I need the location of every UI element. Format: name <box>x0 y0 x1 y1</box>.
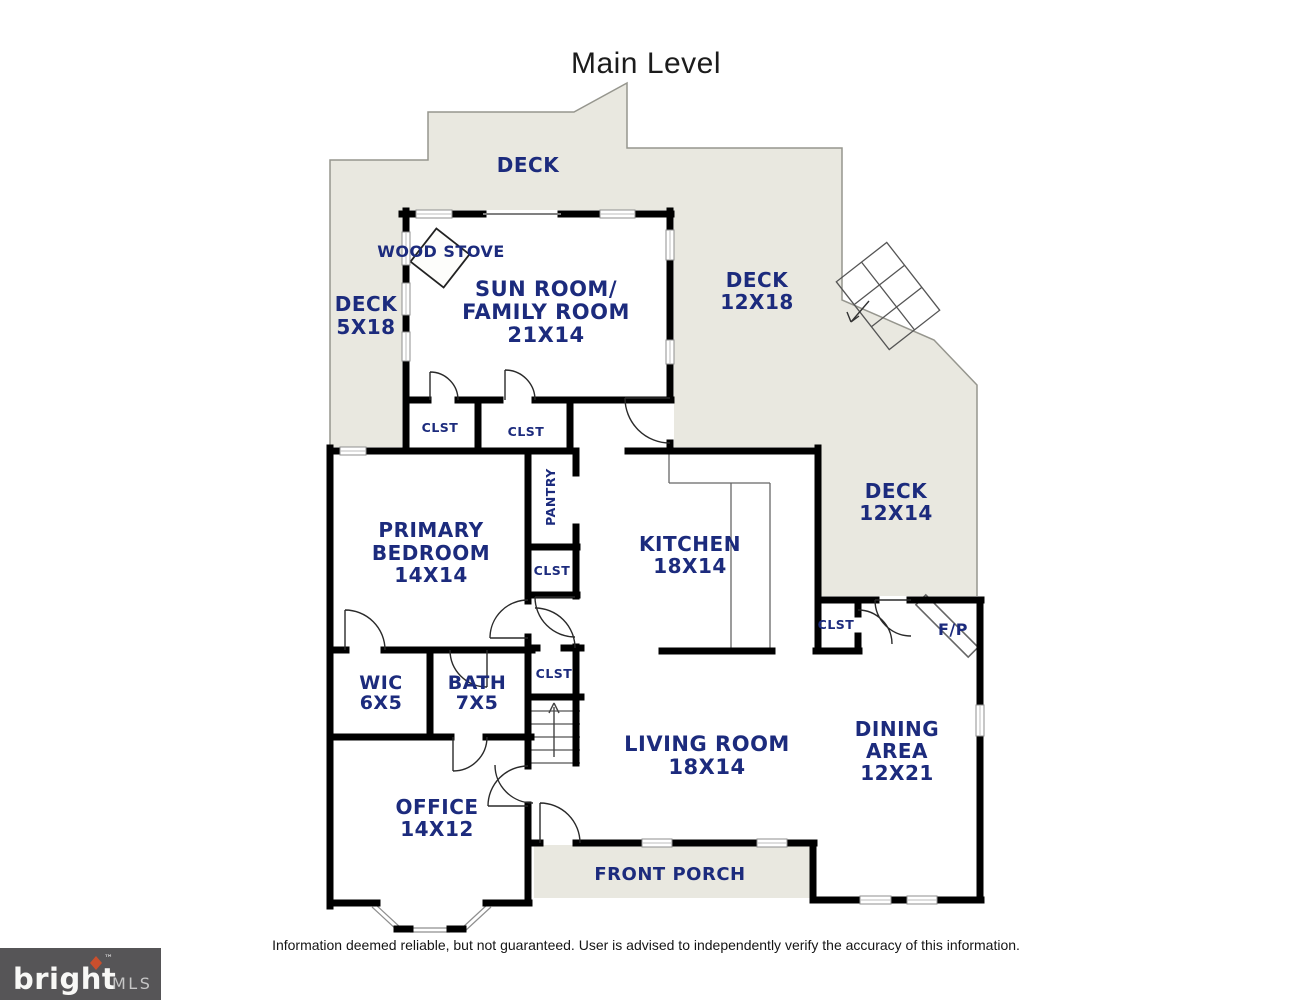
logo-brand-text: bright <box>13 962 116 996</box>
fireplace-label: F/P <box>938 620 968 639</box>
bath-name: BATH <box>448 672 507 694</box>
office-name: OFFICE <box>395 795 478 819</box>
page-title: Main Level <box>571 47 721 80</box>
stairs-up-arrow <box>548 702 560 757</box>
sun-room-name1: SUN ROOM/ <box>475 277 617 301</box>
house-interior <box>327 210 983 905</box>
front-porch-label: FRONT PORCH <box>594 864 745 885</box>
fixtures <box>371 227 980 933</box>
logo-mls-text: MLS <box>112 974 152 993</box>
walls <box>326 207 985 933</box>
logo-tm: ™ <box>104 954 113 964</box>
primary-bedroom-name2: BEDROOM <box>372 541 490 565</box>
primary-bedroom-size: 14X14 <box>394 563 468 587</box>
sun-room-name2: FAMILY ROOM <box>462 300 630 324</box>
wic-size: 6X5 <box>360 692 403 714</box>
office-size: 14X12 <box>400 817 474 841</box>
deck-right-label: DECK <box>726 268 789 292</box>
deck-right-size: 12X18 <box>720 290 794 314</box>
interior-stairs <box>528 702 580 764</box>
sun-room-size: 21X14 <box>507 323 584 347</box>
wood-stove-label: WOOD STOVE <box>377 242 505 261</box>
kitchen-size: 18X14 <box>653 554 727 578</box>
wall-segments <box>326 207 985 933</box>
closet-label-dining: CLST <box>818 617 855 632</box>
living-room-size: 18X14 <box>668 755 745 779</box>
deck-left-size: 5X18 <box>336 315 395 339</box>
closet-label-hall-lower: CLST <box>536 666 573 681</box>
logo-diamond-icon <box>90 956 102 970</box>
primary-bedroom-name1: PRIMARY <box>378 518 483 542</box>
dining-area-size: 12X21 <box>860 761 934 785</box>
door-arcs <box>344 369 912 844</box>
deck-middle-size: 12X14 <box>859 501 933 525</box>
dining-area-name1: DINING <box>855 717 939 741</box>
deck-stairs <box>835 241 941 351</box>
brand-logo: bright ™ MLS <box>0 948 161 1000</box>
kitchen-name: KITCHEN <box>639 532 741 556</box>
deck-middle-label: DECK <box>865 479 928 503</box>
deck-left-label: DECK <box>335 292 398 316</box>
deck-top-label: DECK <box>497 153 560 177</box>
windows <box>339 209 985 905</box>
wic-name: WIC <box>359 672 402 694</box>
deck-stairs-arrow <box>846 300 870 323</box>
disclaimer-text: Information deemed reliable, but not gua… <box>272 937 1020 953</box>
closet-label-sunroom-2: CLST <box>508 424 545 439</box>
logo-background <box>0 948 161 1000</box>
wood-stove <box>409 227 471 289</box>
kitchen-counter <box>668 453 771 648</box>
bath-size: 7X5 <box>456 692 499 714</box>
porch-refill <box>534 845 812 898</box>
living-room-name: LIVING ROOM <box>624 732 790 756</box>
closet-label-sunroom-1: CLST <box>422 420 459 435</box>
closet-label-hall-upper: CLST <box>534 563 571 578</box>
bay-window <box>371 903 492 933</box>
doors <box>344 369 912 844</box>
dining-area-name2: AREA <box>866 739 928 763</box>
pantry-label: PANTRY <box>543 468 558 526</box>
labels: Main Level DECK DECK 5X18 DECK 12X18 DEC… <box>272 47 1020 953</box>
